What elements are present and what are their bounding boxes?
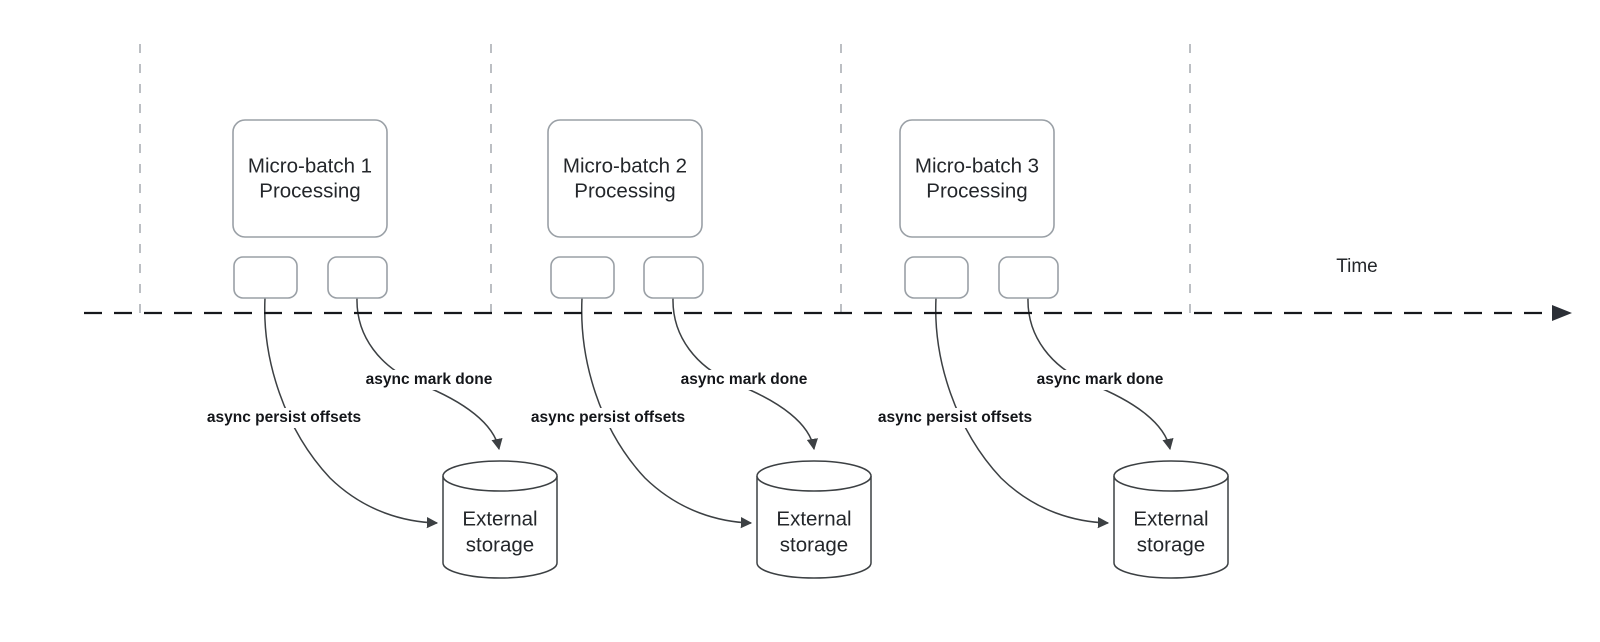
edge-label-bg-persist-2 [518, 408, 698, 428]
edge-label-async-persist-offsets-1: async persist offsets [207, 409, 361, 426]
task-box-persist-3[interactable] [904, 256, 969, 299]
external-storage-3-top [1113, 460, 1229, 492]
micro-batch-3-label-line1: Micro-batch 3 [915, 154, 1039, 177]
micro-batch-3-group: Micro-batch 3 Processing External storag… [865, 119, 1229, 579]
micro-batch-3-label-line2: Processing [926, 179, 1027, 202]
edge-label-async-persist-offsets-3: async persist offsets [878, 409, 1032, 426]
external-storage-3-label-line2: storage [1137, 533, 1205, 556]
edge-label-bg-persist-1 [194, 408, 374, 428]
external-storage-3-body [1113, 476, 1229, 579]
external-storage-1-body [442, 476, 558, 579]
task-box-markdone-1[interactable] [327, 256, 388, 299]
micro-batch-2-box[interactable] [547, 119, 703, 238]
external-storage-1[interactable]: External storage [442, 460, 558, 579]
external-storage-1-top [442, 460, 558, 492]
micro-batch-2-label-line1: Micro-batch 2 [563, 154, 687, 177]
task-box-markdone-3[interactable] [998, 256, 1059, 299]
timeline-label: Time [1336, 256, 1378, 277]
edge-label-bg-markdone-3 [1030, 370, 1172, 390]
task-box-persist-2[interactable] [550, 256, 615, 299]
edge-label-bg-markdone-2 [674, 370, 816, 390]
edge-label-bg-persist-3 [865, 408, 1045, 428]
external-storage-2-label-line2: storage [780, 533, 848, 556]
edge-async-persist-offsets-2 [580, 297, 753, 529]
micro-batch-1-label-line2: Processing [259, 179, 360, 202]
micro-batch-3-box[interactable] [899, 119, 1055, 238]
micro-batch-2-group: Micro-batch 2 Processing External storag… [518, 119, 872, 579]
timeline-axis: Time [84, 256, 1572, 321]
edge-label-async-mark-done-2: async mark done [681, 371, 808, 388]
external-storage-3[interactable]: External storage [1113, 460, 1229, 579]
micro-batch-1-label-line1: Micro-batch 1 [248, 154, 372, 177]
task-box-persist-1[interactable] [233, 256, 298, 299]
external-storage-1-label-line2: storage [466, 533, 534, 556]
edge-async-persist-offsets-1 [263, 297, 439, 529]
edge-label-async-mark-done-3: async mark done [1037, 371, 1164, 388]
timeline-arrowhead [1552, 305, 1572, 321]
external-storage-2-body [756, 476, 872, 579]
edge-async-persist-offsets-3 [934, 297, 1110, 529]
flow-edges [263, 297, 1174, 529]
micro-batch-1-box[interactable] [232, 119, 388, 238]
external-storage-3-label-line1: External [1133, 507, 1208, 530]
external-storage-2-top [756, 460, 872, 492]
micro-batch-2-label-line2: Processing [574, 179, 675, 202]
boundary-lines [139, 44, 1191, 320]
edge-label-async-mark-done-1: async mark done [366, 371, 493, 388]
external-storage-1-label-line1: External [462, 507, 537, 530]
external-storage-2-label-line1: External [776, 507, 851, 530]
external-storage-2[interactable]: External storage [756, 460, 872, 579]
edge-label-async-persist-offsets-2: async persist offsets [531, 409, 685, 426]
task-box-markdone-2[interactable] [643, 256, 704, 299]
micro-batch-1-group: Micro-batch 1 Processing External storag… [194, 119, 558, 579]
edge-label-bg-markdone-1 [359, 370, 501, 390]
